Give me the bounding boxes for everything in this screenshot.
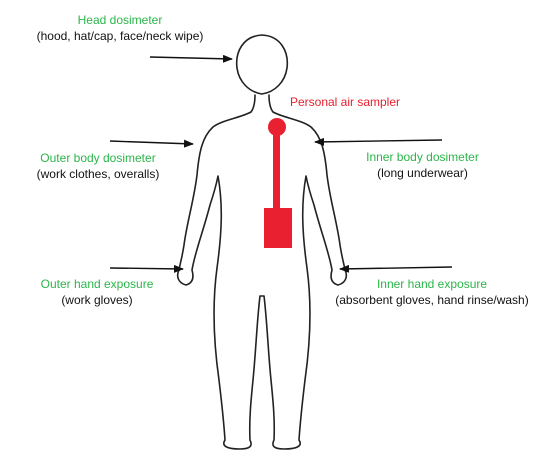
- inner-body-dosimeter-detail: (long underwear): [340, 165, 505, 181]
- inner-body-dosimeter-title: Inner body dosimeter: [340, 149, 505, 165]
- head-arrow: [150, 57, 232, 59]
- inner-body-arrow: [315, 140, 442, 142]
- outer-body-dosimeter-title: Outer body dosimeter: [8, 150, 188, 166]
- outer-hand-exposure-detail: (work gloves): [12, 292, 182, 308]
- outer-body-arrow: [110, 141, 193, 144]
- inner-hand-exposure-detail: (absorbent gloves, hand rinse/wash): [312, 292, 552, 308]
- head-dosimeter-title: Head dosimeter: [2, 12, 238, 28]
- outer-hand-exposure-label: Outer hand exposure (work gloves): [12, 276, 182, 308]
- outer-body-dosimeter-label: Outer body dosimeter (work clothes, over…: [8, 150, 188, 182]
- air-sampler-pump: [264, 208, 292, 248]
- head-dosimeter-label: Head dosimeter (hood, hat/cap, face/neck…: [2, 12, 238, 44]
- inner-hand-exposure-label: Inner hand exposure (absorbent gloves, h…: [312, 276, 552, 308]
- outer-body-dosimeter-detail: (work clothes, overalls): [8, 166, 188, 182]
- head-dosimeter-detail: (hood, hat/cap, face/neck wipe): [2, 28, 238, 44]
- outer-hand-exposure-title: Outer hand exposure: [12, 276, 182, 292]
- air-sampler-label: Personal air sampler: [290, 95, 400, 109]
- inner-hand-exposure-title: Inner hand exposure: [312, 276, 552, 292]
- air-sampler-tube: [273, 133, 280, 210]
- inner-body-dosimeter-label: Inner body dosimeter (long underwear): [340, 149, 505, 181]
- outer-hand-arrow: [110, 268, 183, 269]
- inner-hand-arrow: [340, 267, 452, 269]
